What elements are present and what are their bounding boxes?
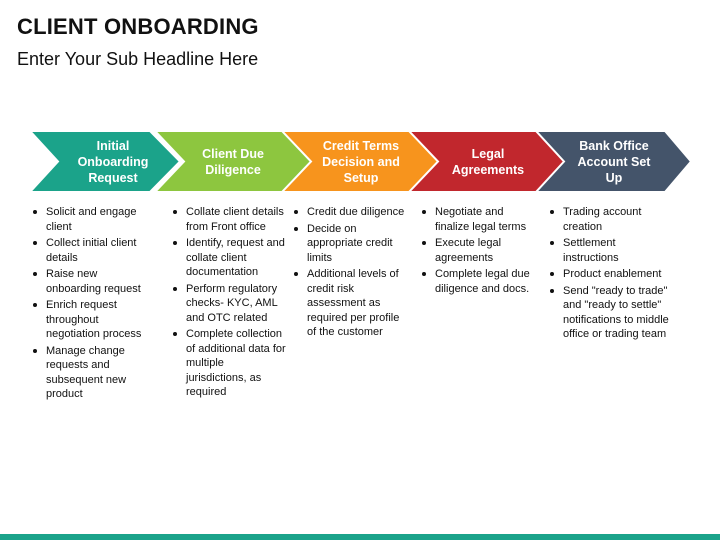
step-arrow-2 <box>153 131 314 192</box>
step-label-4: Legal Agreements <box>451 146 525 177</box>
process-arrows <box>28 131 693 192</box>
list-item: Complete collection of additional data f… <box>170 327 286 400</box>
list-item: Collect initial client details <box>30 236 148 265</box>
list-item: Raise new onboarding request <box>30 267 148 296</box>
list-item: Trading account creation <box>547 205 671 234</box>
list-item: Execute legal agreements <box>419 236 537 265</box>
page-subtitle: Enter Your Sub Headline Here <box>17 49 259 69</box>
list-item: Collate client details from Front office <box>170 205 286 234</box>
step-label-2: Client Due Diligence <box>202 146 264 177</box>
step-details-3: Credit due diligence Decide on appropria… <box>291 205 407 342</box>
list-item: Enrich request throughout negotiation pr… <box>30 298 148 342</box>
list-item: Solicit and engage client <box>30 205 148 234</box>
process-flow: Initial Onboarding Request Client Due Di… <box>0 131 720 192</box>
step-arrow-4 <box>407 131 570 192</box>
list-item: Manage change requests and subsequent ne… <box>30 344 148 402</box>
step-details-4: Negotiate and finalize legal terms Execu… <box>419 205 537 298</box>
list-item: Decide on appropriate credit limits <box>291 222 407 266</box>
step-arrow-1 <box>28 131 182 192</box>
step-details-2: Collate client details from Front office… <box>170 205 286 402</box>
step-details-1: Solicit and engage client Collect initia… <box>30 205 148 404</box>
footer-bar <box>0 534 720 540</box>
step-label-3: Credit Terms Decision and Setup <box>322 138 400 185</box>
page-title: CLIENT ONBOARDING <box>17 14 259 39</box>
step-arrow-3 <box>280 131 442 192</box>
step-label-1: Initial Onboarding Request <box>77 138 149 185</box>
list-item: Send "ready to trade" and "ready to sett… <box>547 284 671 342</box>
step-details-5: Trading account creation Settlement inst… <box>547 205 671 344</box>
step-label-5: Bank Office Account Set Up <box>577 138 651 185</box>
list-item: Credit due diligence <box>291 205 407 220</box>
list-item: Product enablement <box>547 267 671 282</box>
list-item: Perform regulatory checks- KYC, AML and … <box>170 282 286 326</box>
list-item: Complete legal due diligence and docs. <box>419 267 537 296</box>
list-item: Additional levels of credit risk assessm… <box>291 267 407 340</box>
list-item: Negotiate and finalize legal terms <box>419 205 537 234</box>
list-item: Identify, request and collate client doc… <box>170 236 286 280</box>
list-item: Settlement instructions <box>547 236 671 265</box>
step-arrow-5 <box>534 131 693 192</box>
